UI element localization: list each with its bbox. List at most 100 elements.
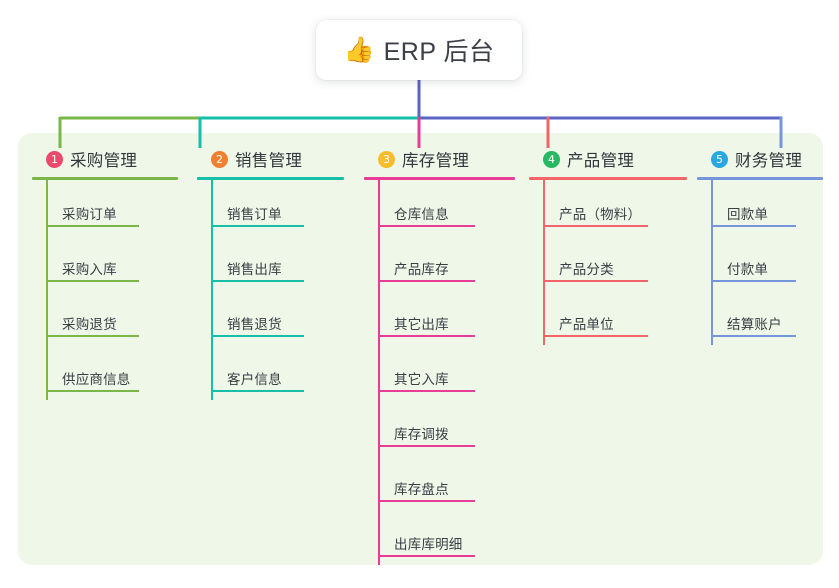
branch-underline xyxy=(529,177,687,180)
branch-number-badge: 1 xyxy=(46,150,63,168)
branch-item-label: 采购入库 xyxy=(62,262,117,277)
branch-header[interactable]: 3 库存管理 xyxy=(364,146,519,172)
branch-item-label: 销售退货 xyxy=(227,317,282,332)
branch-item-underline xyxy=(543,280,648,282)
branch-header[interactable]: 5 财务管理 xyxy=(697,146,827,172)
branch-item-label: 库存调拨 xyxy=(394,427,449,442)
branch-item-label: 出库库明细 xyxy=(394,537,463,552)
branch-item[interactable]: 采购入库 xyxy=(32,235,182,290)
branch-items: 回款单付款单结算账户 xyxy=(697,180,827,345)
branch-column-4: 4 产品管理 产品（物料） 产品分类产品单位 xyxy=(529,146,692,345)
branch-underline xyxy=(32,177,178,180)
branch-item[interactable]: 库存调拨 xyxy=(364,400,519,455)
branch-number-badge: 2 xyxy=(211,150,228,168)
branch-title: 销售管理 xyxy=(235,152,303,170)
branch-item-underline xyxy=(711,335,796,337)
branch-item-label: 结算账户 xyxy=(727,317,782,332)
branch-item[interactable]: 供应商信息 xyxy=(32,345,182,400)
branch-item[interactable]: 采购订单 xyxy=(32,180,182,235)
branch-spine xyxy=(711,180,713,345)
branch-column-3: 3 库存管理 仓库信息产品库存其它出库其它入库库存调拨库存盘点出库库明细 xyxy=(364,146,519,565)
branch-item-underline xyxy=(543,225,648,227)
branch-item[interactable]: 采购退货 xyxy=(32,290,182,345)
branch-item-underline xyxy=(46,390,139,392)
branch-spine xyxy=(378,180,380,565)
branch-number-badge: 3 xyxy=(378,150,395,168)
branch-item-label: 产品分类 xyxy=(559,262,614,277)
branch-column-5: 5 财务管理 回款单付款单结算账户 xyxy=(697,146,827,345)
branch-item-label: 仓库信息 xyxy=(394,207,449,222)
branch-item[interactable]: 仓库信息 xyxy=(364,180,519,235)
branch-item-label: 采购订单 xyxy=(62,207,117,222)
branch-item-underline xyxy=(378,555,475,557)
branch-item-underline xyxy=(46,225,139,227)
branch-item[interactable]: 其它入库 xyxy=(364,345,519,400)
branch-header[interactable]: 4 产品管理 xyxy=(529,146,692,172)
branch-header[interactable]: 1 采购管理 xyxy=(32,146,182,172)
branch-header[interactable]: 2 销售管理 xyxy=(197,146,347,172)
branch-item[interactable]: 客户信息 xyxy=(197,345,347,400)
branch-title: 采购管理 xyxy=(70,152,138,170)
branch-title: 库存管理 xyxy=(402,152,470,170)
branch-title: 财务管理 xyxy=(735,152,803,170)
branch-item-underline xyxy=(378,280,475,282)
page-title: ERP 后台 xyxy=(383,38,495,66)
branch-item[interactable]: 产品单位 xyxy=(529,290,692,345)
branches-panel xyxy=(18,133,823,565)
branch-underline xyxy=(697,177,823,180)
branch-item-underline xyxy=(46,280,139,282)
branch-item-underline xyxy=(211,225,304,227)
root-title-card[interactable]: 👍 ERP 后台 xyxy=(316,20,522,80)
branch-column-1: 1 采购管理 采购订单采购入库采购退货供应商信息 xyxy=(32,146,182,400)
branch-items: 仓库信息产品库存其它出库其它入库库存调拨库存盘点出库库明细 xyxy=(364,180,519,565)
branch-item-underline xyxy=(378,335,475,337)
branch-item[interactable]: 产品（物料） xyxy=(529,180,692,235)
branch-item-underline xyxy=(543,335,648,337)
branch-item[interactable]: 出库库明细 xyxy=(364,510,519,565)
branch-item-label: 回款单 xyxy=(727,207,769,222)
branch-item-label: 产品单位 xyxy=(559,317,614,332)
branch-item-label: 产品（物料） xyxy=(559,207,642,222)
branch-item-label: 付款单 xyxy=(727,262,769,277)
branch-item-underline xyxy=(46,335,139,337)
branch-item-underline xyxy=(378,445,475,447)
branch-item-label: 采购退货 xyxy=(62,317,117,332)
branch-item[interactable]: 销售出库 xyxy=(197,235,347,290)
branch-number-badge: 5 xyxy=(711,150,728,168)
branch-item-underline xyxy=(378,500,475,502)
branch-title: 产品管理 xyxy=(567,152,635,170)
branch-column-2: 2 销售管理 销售订单销售出库销售退货客户信息 xyxy=(197,146,347,400)
branch-item[interactable]: 产品分类 xyxy=(529,235,692,290)
branch-underline xyxy=(197,177,344,180)
branch-item[interactable]: 结算账户 xyxy=(697,290,827,345)
branch-item-underline xyxy=(378,390,475,392)
branch-item-label: 销售出库 xyxy=(227,262,282,277)
branch-item-underline xyxy=(211,335,304,337)
branch-item-underline xyxy=(711,280,796,282)
branch-items: 产品（物料） 产品分类产品单位 xyxy=(529,180,692,345)
branch-spine xyxy=(211,180,213,400)
branch-items: 销售订单销售出库销售退货客户信息 xyxy=(197,180,347,400)
branch-spine xyxy=(46,180,48,400)
branch-item-underline xyxy=(211,390,304,392)
branch-item-underline xyxy=(211,280,304,282)
thumbs-up-icon: 👍 xyxy=(343,35,375,64)
branch-item[interactable]: 销售订单 xyxy=(197,180,347,235)
branch-item[interactable]: 付款单 xyxy=(697,235,827,290)
branch-item-label: 客户信息 xyxy=(227,372,282,387)
branch-spine xyxy=(543,180,545,345)
branch-underline xyxy=(364,177,515,180)
branch-item-underline xyxy=(378,225,475,227)
branch-item-label: 销售订单 xyxy=(227,207,282,222)
branch-items: 采购订单采购入库采购退货供应商信息 xyxy=(32,180,182,400)
branch-item[interactable]: 销售退货 xyxy=(197,290,347,345)
branch-item-label: 其它入库 xyxy=(394,372,449,387)
branch-item[interactable]: 其它出库 xyxy=(364,290,519,345)
branch-item[interactable]: 回款单 xyxy=(697,180,827,235)
branch-item[interactable]: 库存盘点 xyxy=(364,455,519,510)
branch-item[interactable]: 产品库存 xyxy=(364,235,519,290)
branch-item-label: 其它出库 xyxy=(394,317,449,332)
branch-item-label: 产品库存 xyxy=(394,262,449,277)
branch-item-label: 供应商信息 xyxy=(62,372,131,387)
